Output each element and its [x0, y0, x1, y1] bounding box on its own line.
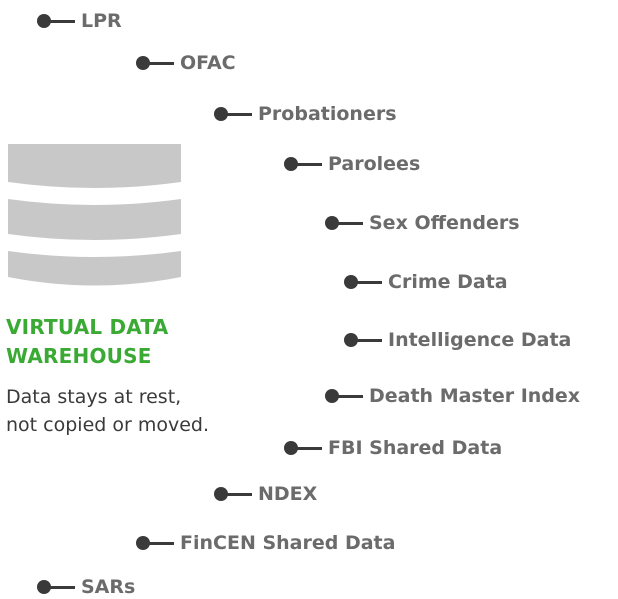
connector-line — [357, 338, 382, 342]
source-item-sars: SARs — [37, 575, 135, 599]
connector-line — [227, 112, 252, 116]
connector-line — [338, 221, 363, 225]
source-label: LPR — [81, 10, 122, 32]
warehouse-title-line1: VIRTUAL DATA — [6, 315, 169, 339]
connector-line — [297, 446, 322, 450]
source-item-fincen-shared-data: FinCEN Shared Data — [136, 531, 395, 555]
source-item-crime-data: Crime Data — [344, 270, 508, 294]
warehouse-description-line2: not copied or moved. — [6, 414, 209, 436]
connector-line — [227, 492, 252, 496]
connector-dot — [136, 56, 150, 70]
source-item-parolees: Parolees — [284, 152, 420, 176]
connector-line — [50, 585, 75, 589]
source-label: Intelligence Data — [388, 329, 572, 351]
connector-dot — [284, 441, 298, 455]
database-icon — [8, 144, 181, 286]
source-label: Death Master Index — [369, 385, 581, 407]
source-label: OFAC — [180, 52, 236, 74]
source-item-death-master-index: Death Master Index — [325, 384, 580, 408]
connector-line — [297, 162, 322, 166]
source-item-probationers: Probationers — [214, 102, 397, 126]
connector-dot — [344, 333, 358, 347]
connector-line — [338, 394, 363, 398]
source-label: FBI Shared Data — [328, 437, 503, 459]
source-label: Probationers — [258, 103, 397, 125]
warehouse-title-line2: WAREHOUSE — [6, 344, 152, 368]
connector-dot — [325, 389, 339, 403]
source-item-fbi-shared-data: FBI Shared Data — [284, 436, 502, 460]
source-label: Sex Offenders — [369, 212, 520, 234]
connector-line — [149, 61, 174, 65]
source-item-ofac: OFAC — [136, 51, 236, 75]
warehouse-description-line1: Data stays at rest, — [6, 386, 182, 408]
source-label: NDEX — [258, 483, 318, 505]
source-label: FinCEN Shared Data — [180, 532, 396, 554]
connector-dot — [214, 487, 228, 501]
source-item-lpr: LPR — [37, 9, 122, 33]
source-item-intelligence-data: Intelligence Data — [344, 328, 571, 352]
connector-dot — [37, 14, 51, 28]
connector-dot — [37, 580, 51, 594]
connector-line — [50, 19, 75, 23]
connector-line — [149, 541, 174, 545]
connector-dot — [344, 275, 358, 289]
source-item-ndex: NDEX — [214, 482, 317, 506]
connector-line — [357, 280, 382, 284]
source-item-sex-offenders: Sex Offenders — [325, 211, 520, 235]
connector-dot — [214, 107, 228, 121]
connector-dot — [136, 536, 150, 550]
connector-dot — [325, 216, 339, 230]
source-label: Parolees — [328, 153, 421, 175]
source-label: Crime Data — [388, 271, 508, 293]
source-label: SARs — [81, 576, 136, 598]
connector-dot — [284, 157, 298, 171]
